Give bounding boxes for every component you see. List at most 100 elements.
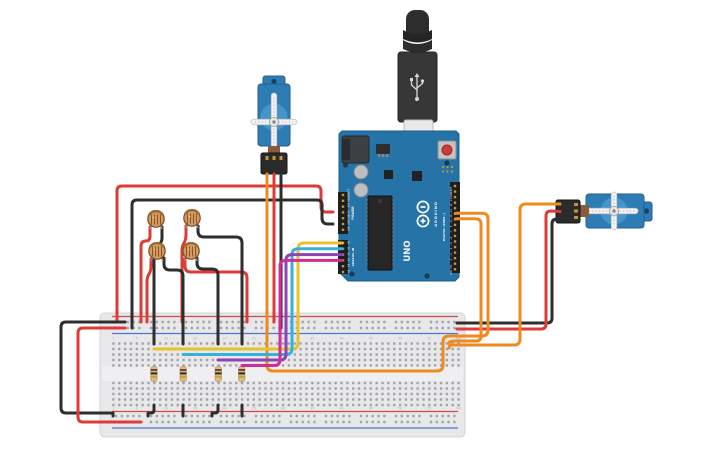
smd-part <box>384 170 393 179</box>
svg-text:40: 40 <box>339 337 343 341</box>
wire-servo2-gnd[interactable] <box>455 217 562 325</box>
servo-1[interactable] <box>250 75 298 175</box>
resistor-2[interactable] <box>179 365 187 384</box>
svg-text:4: 4 <box>450 247 453 249</box>
wire-a1-cyan[interactable] <box>181 247 344 356</box>
svg-text:~6: ~6 <box>450 236 453 240</box>
svg-text:2: 2 <box>450 258 453 260</box>
photoresistor-4[interactable] <box>182 241 200 262</box>
wire-servo2-power[interactable] <box>455 209 562 331</box>
wire-a3-magenta[interactable] <box>240 258 344 367</box>
wire-gnd-jumper-3[interactable] <box>210 403 220 418</box>
svg-text:AREF: AREF <box>450 186 453 193</box>
photoresistor-1[interactable] <box>147 209 165 230</box>
arduino-model-text: UNO <box>403 240 413 261</box>
analog-section-label: ANALOG IN <box>351 247 355 266</box>
svg-text:5: 5 <box>136 406 138 410</box>
wire-railwrap-red[interactable] <box>76 326 143 424</box>
svg-text:A5: A5 <box>348 269 351 273</box>
photoresistors[interactable] <box>147 208 201 262</box>
wire-a0-yellow[interactable] <box>152 241 344 351</box>
breadboard-holes <box>112 320 460 424</box>
usb-logo-icon <box>410 73 425 101</box>
servo-1-cable-boot <box>268 146 280 155</box>
svg-text:15: 15 <box>193 406 197 410</box>
svg-text:10: 10 <box>164 337 168 341</box>
wire-railwrap-black[interactable] <box>59 320 127 418</box>
servo-2-cable-boot <box>578 205 589 217</box>
svg-text:45: 45 <box>369 406 373 410</box>
wire-ldr4-black[interactable] <box>195 256 220 346</box>
svg-text:60: 60 <box>456 337 460 341</box>
svg-text:3V3: 3V3 <box>348 202 351 207</box>
wire-pin9-signal[interactable] <box>447 217 483 345</box>
wire-servo1-signal[interactable] <box>265 172 490 373</box>
svg-text:5: 5 <box>136 337 138 341</box>
pin-labels: IOREFRESET3V35VGNDGNDVINA0A1A2A3A4A5AREF… <box>348 186 454 275</box>
svg-text:30: 30 <box>281 337 285 341</box>
svg-text:55: 55 <box>427 406 431 410</box>
photoresistor-3[interactable] <box>148 241 166 262</box>
svg-text:~5: ~5 <box>450 242 453 246</box>
wires[interactable] <box>59 172 562 424</box>
atmega-chip <box>365 195 395 271</box>
analog-header[interactable] <box>338 240 348 274</box>
arduino-logo <box>416 200 430 228</box>
wire-ldr3-black[interactable] <box>162 256 185 346</box>
icsp-pins <box>441 165 454 173</box>
capacitor-2 <box>353 182 369 198</box>
wire-servo2-signal[interactable] <box>447 202 562 350</box>
svg-text:RX0: RX0 <box>450 270 453 275</box>
svg-text:VIN: VIN <box>348 226 351 230</box>
svg-text:60: 60 <box>456 406 460 410</box>
svg-text:TX1: TX1 <box>450 264 453 269</box>
svg-text:~3: ~3 <box>450 253 453 257</box>
wire-gnd-jumper-1[interactable] <box>146 403 156 418</box>
svg-text:GND: GND <box>348 219 351 224</box>
digital-header[interactable] <box>450 182 460 273</box>
mounting-holes <box>342 160 450 279</box>
arduino-logo-text: ARDUINO <box>433 201 438 227</box>
photoresistor-2[interactable] <box>183 208 201 229</box>
svg-text:25: 25 <box>252 406 256 410</box>
svg-text:A2: A2 <box>348 252 351 256</box>
svg-text:5V: 5V <box>348 210 351 213</box>
svg-text:1: 1 <box>112 337 114 341</box>
svg-text:12: 12 <box>450 203 453 206</box>
wire-ldr3-red[interactable] <box>145 257 153 324</box>
svg-text:IOREF: IOREF <box>348 188 351 196</box>
servo-1-horn <box>250 92 298 153</box>
resistor-1[interactable] <box>150 365 158 384</box>
svg-text:7: 7 <box>450 231 453 233</box>
svg-text:RESET: RESET <box>348 194 351 202</box>
svg-text:50: 50 <box>398 406 402 410</box>
svg-text:8: 8 <box>450 225 453 227</box>
reset-button[interactable] <box>437 140 457 160</box>
svg-text:GND: GND <box>450 192 453 197</box>
resistors[interactable] <box>150 365 246 384</box>
servo-2[interactable] <box>555 191 653 231</box>
svg-text:1: 1 <box>112 406 114 410</box>
svg-text:15: 15 <box>193 337 197 341</box>
svg-text:55: 55 <box>427 337 431 341</box>
wire-gnd-black[interactable] <box>130 198 335 330</box>
svg-text:20: 20 <box>222 406 226 410</box>
wire-ldr2-red[interactable] <box>180 224 188 324</box>
svg-text:10: 10 <box>164 406 168 410</box>
svg-text:35: 35 <box>310 337 314 341</box>
wire-a2-purple[interactable] <box>216 253 344 362</box>
svg-text:50: 50 <box>398 337 402 341</box>
svg-text:A0: A0 <box>348 240 351 244</box>
svg-text:13: 13 <box>450 197 453 200</box>
svg-text:A1: A1 <box>348 246 351 250</box>
svg-text:~9: ~9 <box>450 220 453 224</box>
svg-text:~11: ~11 <box>450 208 453 213</box>
resistor-3[interactable] <box>214 365 222 384</box>
capacitor-1 <box>353 164 369 180</box>
resistor-4[interactable] <box>238 365 246 384</box>
wire-ldr2-black[interactable] <box>196 224 244 346</box>
svg-text:40: 40 <box>339 406 343 410</box>
wire-ldr1-red[interactable] <box>139 225 152 324</box>
